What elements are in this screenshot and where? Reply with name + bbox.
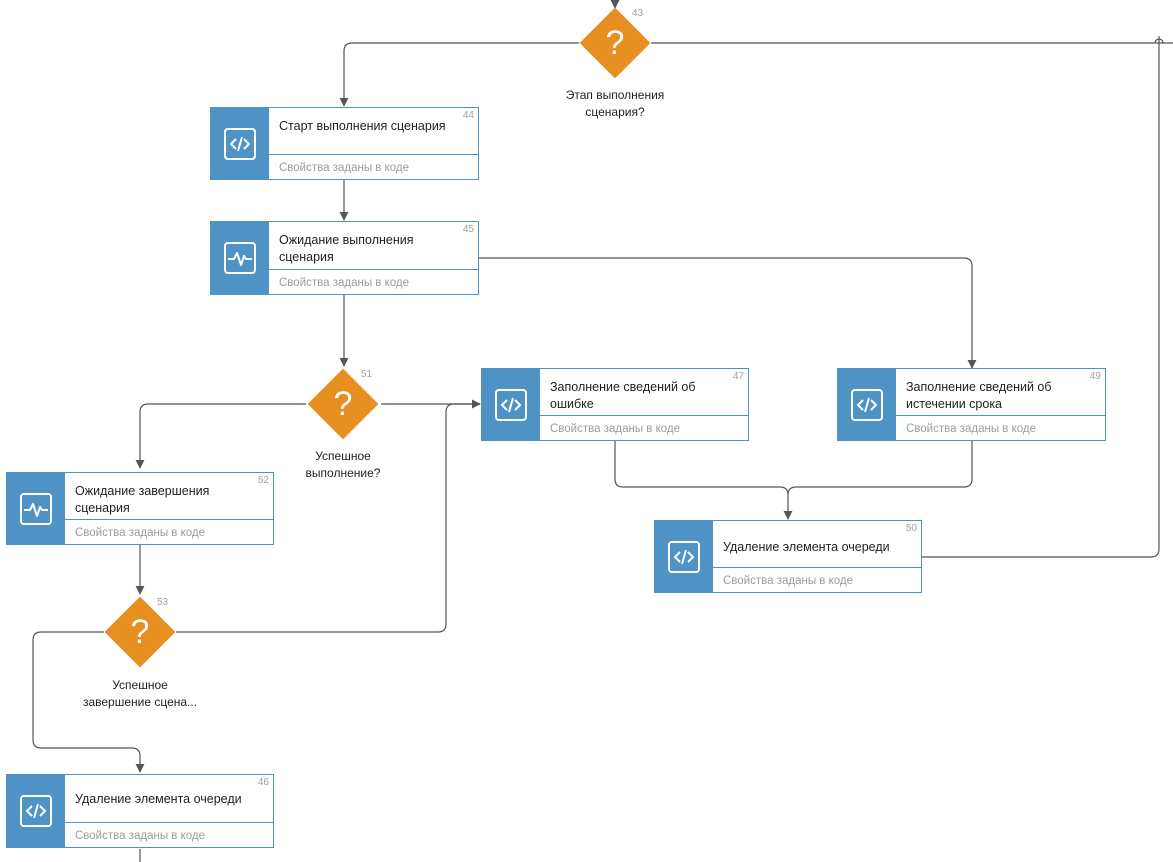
gateway-43[interactable]: ?: [577, 5, 653, 81]
node-44[interactable]: Старт выполнения сценария 44 Свойства за…: [210, 107, 479, 180]
connector-47-50: [614, 441, 793, 520]
connector-43-44: [339, 42, 579, 107]
node-52[interactable]: Ожидание завершения сценария 52 Свойства…: [6, 472, 274, 545]
gateway-53-label: Успешное завершение сцена...: [82, 678, 198, 709]
connector-53-46: [32, 631, 145, 773]
connector-53-47: [176, 403, 480, 633]
connector-45-49: [479, 257, 977, 369]
question-mark-icon: ?: [333, 385, 353, 423]
code-icon: [482, 369, 540, 440]
connector-right-return: [922, 36, 1160, 558]
node-number: 52: [257, 475, 269, 486]
node-title: Заполнение сведений об истечении срока: [906, 380, 1052, 411]
node-divider: [65, 822, 273, 823]
gateway-51-number: 51: [361, 369, 373, 380]
node-47[interactable]: Заполнение сведений об ошибке 47 Свойств…: [481, 368, 749, 441]
gateway-53-number: 53: [157, 597, 169, 608]
node-title: Старт выполнения сценария: [279, 119, 446, 133]
pulse-icon: [211, 222, 269, 294]
node-number: 47: [732, 371, 744, 382]
node-number: 50: [905, 523, 917, 534]
node-subtitle: Свойства заданы в коде: [906, 423, 1036, 435]
node-title: Ожидание выполнения сценария: [279, 233, 414, 264]
node-subtitle: Свойства заданы в коде: [279, 277, 409, 289]
node-number: 49: [1089, 371, 1101, 382]
connector-hop: [1154, 38, 1164, 44]
pulse-icon: [7, 473, 65, 544]
gateway-43-label: Этап выполнения сценария?: [565, 88, 665, 119]
gateway-43-number: 43: [632, 8, 644, 19]
node-subtitle: Свойства заданы в коде: [75, 527, 205, 539]
code-icon: [211, 108, 269, 179]
code-icon: [838, 369, 896, 440]
node-divider: [269, 269, 478, 270]
question-mark-icon: ?: [605, 24, 625, 62]
code-icon: [7, 775, 65, 847]
node-divider: [896, 415, 1105, 416]
node-title: Удаление элемента очереди: [723, 540, 890, 554]
node-45[interactable]: Ожидание выполнения сценария 45 Свойства…: [210, 221, 479, 295]
code-icon: [655, 521, 713, 592]
node-title: Удаление элемента очереди: [75, 792, 242, 806]
node-subtitle: Свойства заданы в коде: [279, 162, 409, 174]
node-divider: [713, 567, 921, 568]
node-49[interactable]: Заполнение сведений об истечении срока 4…: [837, 368, 1106, 441]
node-50[interactable]: Удаление элемента очереди 50 Свойства за…: [654, 520, 922, 593]
node-divider: [540, 415, 748, 416]
connector-49-50: [787, 441, 973, 496]
node-subtitle: Свойства заданы в коде: [550, 423, 680, 435]
node-title: Ожидание завершения сценария: [75, 484, 210, 515]
node-subtitle: Свойства заданы в коде: [723, 575, 853, 587]
gateway-53[interactable]: ?: [102, 594, 178, 670]
node-divider: [65, 519, 273, 520]
gateway-51-label: Успешное выполнение?: [305, 449, 381, 480]
node-divider: [269, 154, 478, 155]
node-number: 46: [257, 777, 269, 788]
gateway-51[interactable]: ?: [305, 366, 381, 442]
node-number: 45: [462, 224, 474, 235]
node-title: Заполнение сведений об ошибке: [550, 380, 696, 411]
node-subtitle: Свойства заданы в коде: [75, 830, 205, 842]
node-46[interactable]: Удаление элемента очереди 46 Свойства за…: [6, 774, 274, 848]
connector-51-52: [135, 403, 306, 469]
question-mark-icon: ?: [130, 613, 150, 651]
node-number: 44: [462, 110, 474, 121]
